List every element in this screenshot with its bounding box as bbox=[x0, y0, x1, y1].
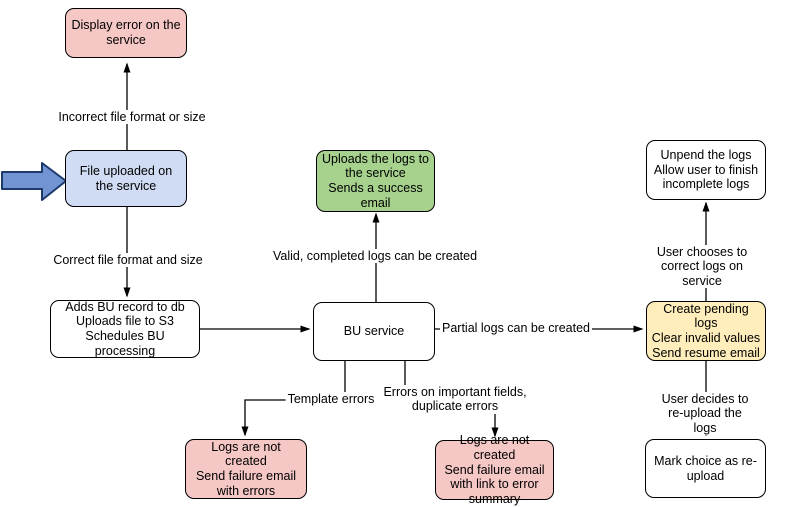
label-incorrect-format: Incorrect file format or size bbox=[56, 110, 208, 125]
node-uploads-logs: Uploads the logs to the service Sends a … bbox=[316, 150, 435, 212]
label-template-errors: Template errors bbox=[285, 392, 377, 407]
label-user-decides: User decides to re-upload the logs bbox=[657, 392, 753, 436]
node-unpend-logs: Unpend the logs Allow user to finish inc… bbox=[646, 140, 766, 200]
node-logs-not-created-errors: Logs are not created Send failure email … bbox=[185, 439, 307, 499]
node-adds-bu-record: Adds BU record to db Uploads file to S3 … bbox=[50, 300, 200, 358]
node-mark-choice-reupload: Mark choice as re-upload bbox=[645, 439, 766, 498]
node-display-error: Display error on the service bbox=[65, 8, 187, 58]
node-bu-service: BU service bbox=[313, 302, 435, 361]
label-field-errors: Errors on important fields, duplicate er… bbox=[381, 385, 529, 414]
label-partial-logs: Partial logs can be created bbox=[439, 321, 593, 336]
node-create-pending-logs: Create pending logs Clear invalid values… bbox=[646, 301, 766, 361]
node-logs-not-created-summary: Logs are not created Send failure email … bbox=[435, 433, 554, 506]
label-correct-format: Correct file format and size bbox=[51, 253, 205, 268]
label-valid-logs: Valid, completed logs can be created bbox=[270, 249, 480, 264]
entry-arrow-icon bbox=[1, 162, 67, 201]
node-file-uploaded: File uploaded on the service bbox=[65, 150, 187, 207]
label-user-chooses: User chooses to correct logs on service bbox=[652, 245, 752, 289]
